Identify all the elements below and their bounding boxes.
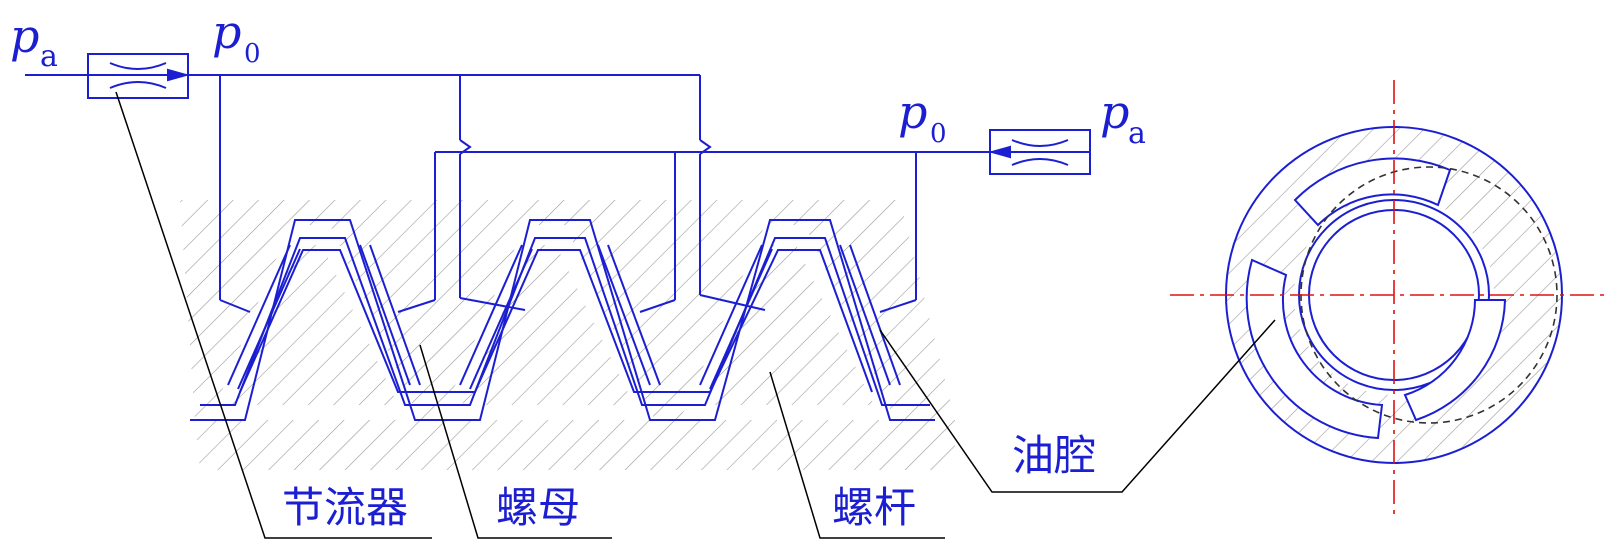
label-screw: 螺杆 — [832, 483, 916, 532]
svg-text:p: p — [898, 85, 927, 139]
symbol-pa-left: p a — [10, 9, 58, 74]
symbol-pa-right: p a — [1100, 85, 1146, 151]
svg-text:a: a — [1128, 116, 1146, 151]
svg-text:p: p — [212, 5, 241, 59]
thread-profile — [190, 219, 935, 421]
symbol-p0-left: p 0 — [212, 5, 261, 69]
restrictor-left — [87, 53, 190, 99]
restrictor-right — [988, 129, 1091, 175]
leader-nut — [419, 344, 612, 539]
leader-lines — [115, 91, 1276, 539]
label-restrictor: 节流器 — [282, 483, 408, 532]
leader-restrictor — [115, 91, 432, 539]
svg-text:p: p — [1100, 85, 1129, 139]
oil-supply-lines — [25, 74, 1086, 313]
leader-oil-chamber — [879, 319, 1276, 493]
nut-screw-section — [180, 200, 955, 470]
label-oil-chamber: 油腔 — [1012, 431, 1096, 480]
symbol-p0-right: p 0 — [898, 85, 947, 149]
leader-screw — [769, 371, 945, 539]
label-nut: 螺母 — [496, 483, 580, 532]
svg-text:0: 0 — [930, 119, 947, 149]
nut-cross-section — [1170, 80, 1606, 520]
svg-text:0: 0 — [244, 39, 261, 69]
svg-text:p: p — [10, 9, 39, 63]
svg-text:a: a — [40, 39, 58, 74]
